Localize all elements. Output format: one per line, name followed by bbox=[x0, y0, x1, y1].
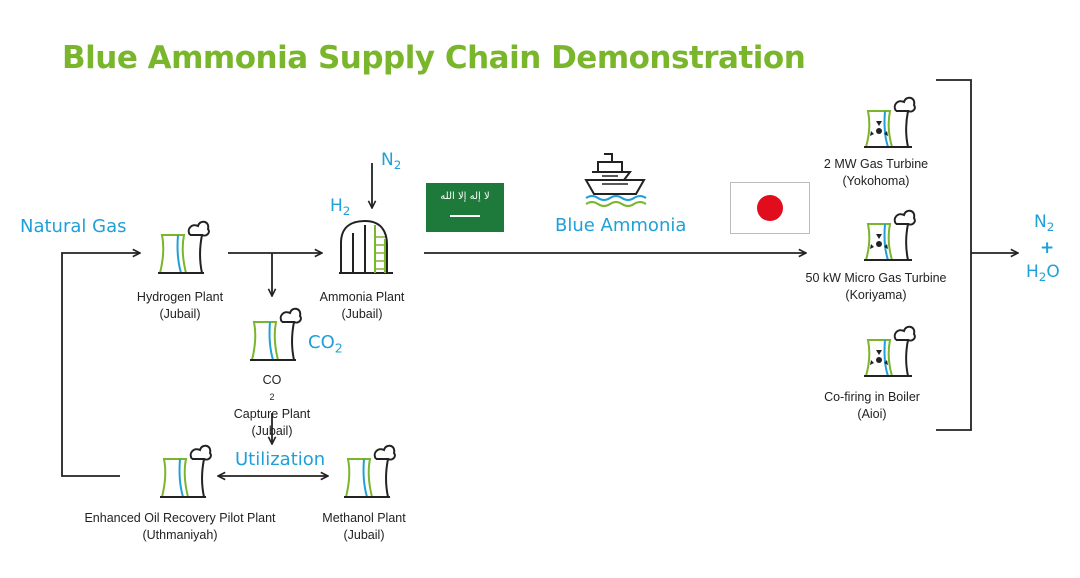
co2-output-label: CO2 bbox=[308, 332, 343, 356]
eor-plant-icon bbox=[160, 444, 212, 498]
micro-gas-turbine-icon bbox=[864, 209, 916, 261]
use-3-label: Co-firing in Boiler (Aioi) bbox=[824, 390, 920, 421]
ammonia-plant-icon bbox=[339, 219, 393, 274]
cargo-ship-icon bbox=[584, 153, 647, 207]
boiler-icon bbox=[864, 325, 916, 377]
h2-input-label: H2 bbox=[330, 196, 351, 219]
utilization-label: Utilization bbox=[235, 449, 326, 470]
h2o-output-label: H2O bbox=[1026, 262, 1060, 285]
page-title: Blue Ammonia Supply Chain Demonstration bbox=[62, 40, 806, 76]
n2-input-label: N2 bbox=[381, 150, 402, 173]
blue-ammonia-label: Blue Ammonia bbox=[555, 215, 687, 236]
saudi-flag-icon: لا إله إلا الله bbox=[426, 183, 504, 232]
japan-flag-disc bbox=[757, 195, 783, 221]
saudi-flag-sword bbox=[450, 215, 480, 217]
natural-gas-label: Natural Gas bbox=[20, 216, 127, 237]
natural-gas-loop-arrow bbox=[61, 253, 140, 477]
uses-bracket bbox=[936, 79, 972, 431]
ammonia-plant-label: Ammonia Plant (Jubail) bbox=[319, 290, 405, 321]
saudi-flag-script: لا إله إلا الله bbox=[440, 191, 490, 202]
gas-turbine-icon bbox=[864, 96, 916, 148]
co2-capture-plant-icon bbox=[250, 307, 302, 361]
plus-sign: + bbox=[1040, 238, 1055, 258]
methanol-plant-label: Methanol Plant (Jubail) bbox=[322, 511, 406, 542]
eor-plant-label: Enhanced Oil Recovery Pilot Plant (Uthma… bbox=[84, 511, 276, 542]
use-2-label: 50 kW Micro Gas Turbine (Koriyama) bbox=[805, 271, 947, 302]
japan-flag-icon bbox=[730, 182, 810, 234]
n2-output-label: N2 bbox=[1034, 212, 1055, 235]
hydrogen-plant-label: Hydrogen Plant (Jubail) bbox=[136, 290, 224, 321]
hydrogen-plant-icon bbox=[158, 220, 210, 274]
use-1-label: 2 MW Gas Turbine (Yokohoma) bbox=[823, 157, 929, 188]
methanol-plant-icon bbox=[344, 444, 396, 498]
